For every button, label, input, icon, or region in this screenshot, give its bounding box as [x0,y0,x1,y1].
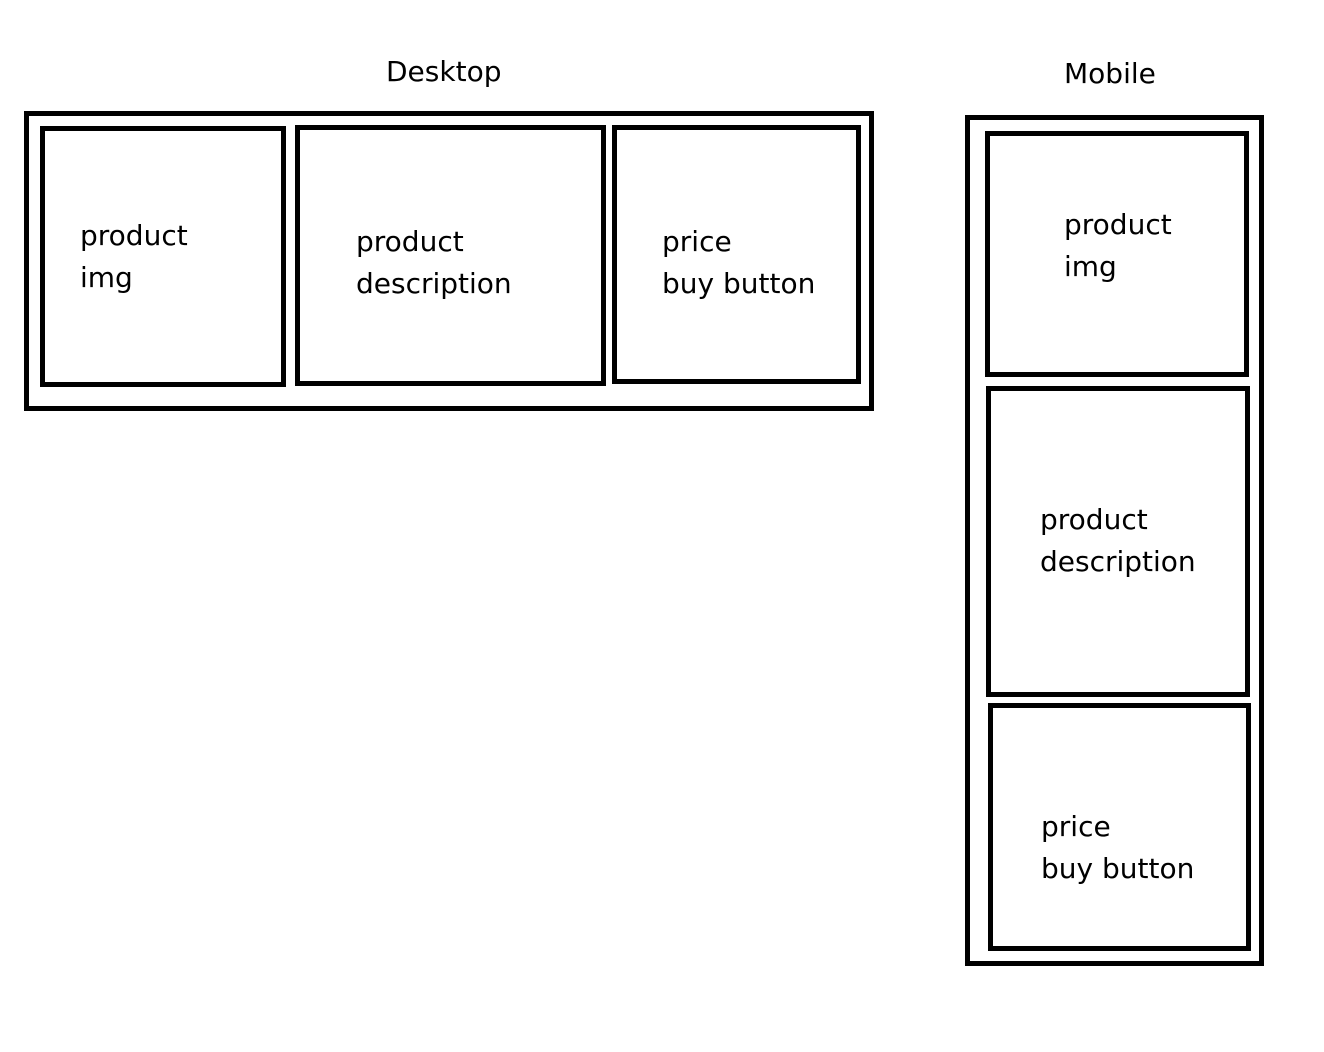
desktop-title: Desktop [386,55,502,88]
desktop-product-description-label: product description [356,221,512,305]
desktop-price-box: price buy button [612,125,861,384]
desktop-price-label: price buy button [662,221,815,305]
desktop-buy-button-line: buy button [662,267,816,300]
mobile-product-img-line-1: product [1064,208,1172,241]
mobile-product-img-label: product img [1064,204,1172,288]
mobile-price-label: price buy button [1041,806,1194,890]
mobile-product-img-line-2: img [1064,250,1117,283]
desktop-product-description-line-1: product [356,225,464,258]
desktop-price-line-1: price [662,225,732,258]
mobile-product-description-line-2: description [1040,545,1196,578]
desktop-product-description-line-2: description [356,267,512,300]
desktop-product-img-label: product img [80,215,188,299]
mobile-product-description-label: product description [1040,499,1196,583]
mobile-product-description-box: product description [986,386,1250,697]
desktop-product-description-box: product description [295,125,606,386]
mobile-price-box: price buy button [988,703,1251,951]
mobile-product-description-line-1: product [1040,503,1148,536]
mobile-price-line-1: price [1041,810,1111,843]
mobile-buy-button-line: buy button [1041,852,1195,885]
desktop-product-img-line-2: img [80,261,133,294]
desktop-product-img-line-1: product [80,219,188,252]
desktop-product-img-box: product img [40,126,286,387]
mobile-product-img-box: product img [985,131,1249,377]
mobile-title: Mobile [1064,57,1156,90]
